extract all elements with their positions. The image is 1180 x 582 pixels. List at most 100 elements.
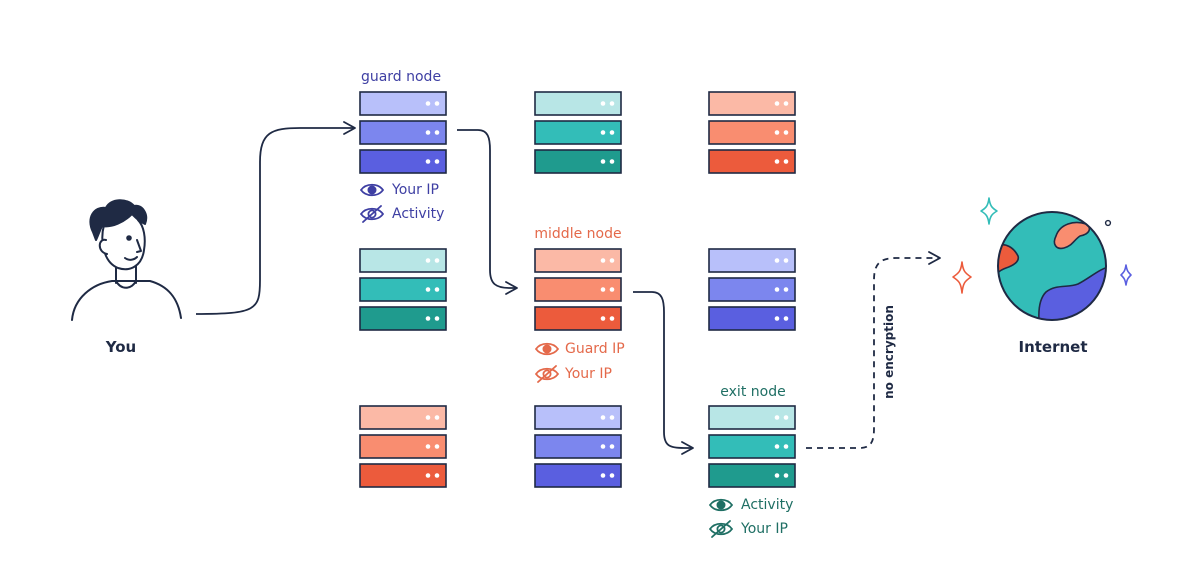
server-unit xyxy=(708,248,796,273)
guard-sees-label: Your IP xyxy=(391,182,439,198)
guard-hidden-label: Activity xyxy=(392,206,444,222)
server-light-icon xyxy=(609,473,615,478)
relay-server-stack xyxy=(534,91,622,174)
sparkle-icon xyxy=(1120,264,1132,286)
guard-node-title: guard node xyxy=(361,69,441,85)
server-light-icon xyxy=(434,415,440,420)
no-encryption-label: no encryption xyxy=(882,305,896,399)
server-unit xyxy=(534,248,622,273)
server-light-icon xyxy=(434,316,440,321)
server-unit xyxy=(534,149,622,174)
server-light-icon xyxy=(600,159,606,164)
server-light-icon xyxy=(783,444,789,449)
sparkle-icon xyxy=(980,197,998,225)
server-light-icon xyxy=(425,159,431,164)
server-unit xyxy=(534,120,622,145)
server-light-icon xyxy=(434,444,440,449)
server-light-icon xyxy=(434,287,440,292)
server-unit xyxy=(708,306,796,331)
server-unit xyxy=(708,120,796,145)
server-light-icon xyxy=(425,415,431,420)
middle-node-title: middle node xyxy=(534,226,621,242)
server-unit xyxy=(708,149,796,174)
server-light-icon xyxy=(434,258,440,263)
middle-sees-label: Guard IP xyxy=(565,341,625,357)
relay-server-stack xyxy=(359,405,447,488)
server-unit xyxy=(708,405,796,430)
person-avatar-icon xyxy=(71,199,182,321)
server-light-icon xyxy=(600,130,606,135)
guard-legend: Your IP Activity xyxy=(359,182,444,223)
server-light-icon xyxy=(783,287,789,292)
relay-servers xyxy=(359,91,796,488)
server-light-icon xyxy=(600,287,606,292)
exit-legend: Activity Your IP xyxy=(708,497,793,538)
middle-node-server-stack xyxy=(534,248,622,331)
server-light-icon xyxy=(425,130,431,135)
server-unit xyxy=(359,91,447,116)
server-light-icon xyxy=(774,316,780,321)
eye-slash-icon xyxy=(534,365,560,383)
eye-icon xyxy=(708,498,734,512)
server-unit xyxy=(359,120,447,145)
server-light-icon xyxy=(783,415,789,420)
exit-sees-label: Activity xyxy=(741,497,793,513)
user-label: You xyxy=(105,338,136,356)
server-light-icon xyxy=(425,444,431,449)
path-middle-to-exit xyxy=(633,291,694,455)
path-user-to-guard xyxy=(195,121,356,315)
server-unit xyxy=(708,434,796,459)
relay-server-stack xyxy=(359,248,447,331)
server-light-icon xyxy=(609,159,615,164)
exit-node-title: exit node xyxy=(720,384,785,400)
server-light-icon xyxy=(774,287,780,292)
guard-node-server-stack xyxy=(359,91,447,174)
server-unit xyxy=(359,277,447,302)
server-light-icon xyxy=(434,473,440,478)
server-light-icon xyxy=(600,258,606,263)
server-light-icon xyxy=(774,159,780,164)
relay-server-stack xyxy=(708,91,796,174)
server-light-icon xyxy=(425,316,431,321)
server-light-icon xyxy=(600,415,606,420)
server-unit xyxy=(359,248,447,273)
server-unit xyxy=(534,277,622,302)
middle-hidden-label: Your IP xyxy=(564,366,612,382)
eye-icon xyxy=(359,183,385,197)
server-unit xyxy=(534,306,622,331)
server-light-icon xyxy=(774,473,780,478)
eye-slash-icon xyxy=(708,520,734,538)
server-light-icon xyxy=(609,258,615,263)
server-unit xyxy=(534,463,622,488)
server-unit xyxy=(359,463,447,488)
server-light-icon xyxy=(783,316,789,321)
exit-hidden-label: Your IP xyxy=(740,521,788,537)
server-unit xyxy=(534,91,622,116)
server-unit xyxy=(359,434,447,459)
server-unit xyxy=(708,91,796,116)
server-light-icon xyxy=(774,444,780,449)
server-light-icon xyxy=(600,101,606,106)
sparkle-dot-icon xyxy=(1104,219,1112,227)
server-unit xyxy=(708,277,796,302)
server-light-icon xyxy=(425,258,431,263)
server-light-icon xyxy=(783,130,789,135)
server-light-icon xyxy=(609,444,615,449)
server-light-icon xyxy=(425,473,431,478)
server-light-icon xyxy=(774,415,780,420)
relay-server-stack xyxy=(708,248,796,331)
server-light-icon xyxy=(600,316,606,321)
internet-label: Internet xyxy=(1018,338,1087,356)
exit-node-server-stack xyxy=(708,405,796,488)
server-light-icon xyxy=(434,159,440,164)
server-light-icon xyxy=(783,159,789,164)
path-guard-to-middle xyxy=(457,129,518,295)
server-light-icon xyxy=(783,101,789,106)
server-unit xyxy=(708,463,796,488)
server-unit xyxy=(359,149,447,174)
server-light-icon xyxy=(609,287,615,292)
eye-slash-icon xyxy=(359,205,385,223)
server-light-icon xyxy=(434,101,440,106)
globe-icon xyxy=(997,211,1107,321)
